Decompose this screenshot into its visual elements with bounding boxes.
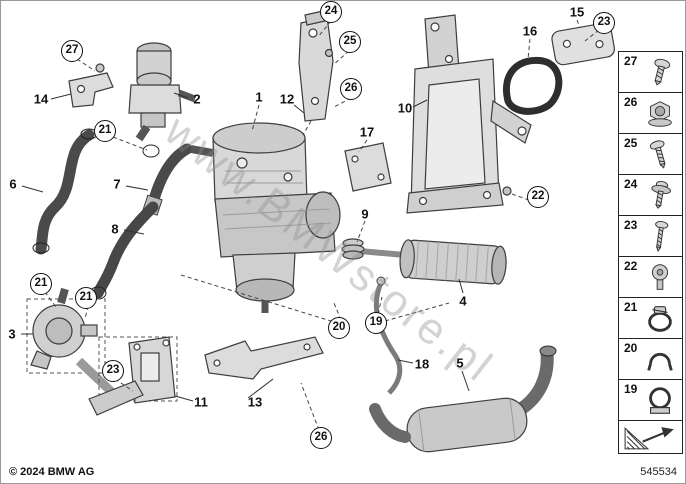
part-8-hose: [89, 194, 163, 300]
profile-clamp-icon: [649, 387, 671, 414]
callout-21: 21: [75, 287, 97, 309]
callout-26: 26: [340, 78, 362, 100]
part-9-pipe-fitting: [341, 238, 406, 260]
callout-2: 2: [193, 91, 201, 107]
legend-item-number: 26: [624, 95, 638, 109]
callout-22: 22: [527, 186, 549, 208]
part-16-gasket: [503, 56, 563, 115]
callout-15: 15: [569, 4, 585, 20]
callout-11: 11: [194, 394, 208, 410]
legend-item-number: 24: [624, 177, 638, 191]
callout-8: 8: [111, 221, 119, 237]
callout-13: 13: [247, 394, 263, 410]
callout-27: 27: [61, 40, 83, 62]
part-12-bracket: [298, 10, 334, 122]
legend-item-number: 19: [624, 382, 638, 396]
flange-nut-icon: [648, 101, 672, 127]
part-13-bracket: [204, 336, 324, 380]
screw-washer-icon: [651, 180, 671, 209]
legend-item-number: 22: [624, 259, 638, 273]
callout-17: 17: [359, 124, 375, 140]
part-18-pipe: [373, 276, 403, 395]
callout-26: 26: [310, 427, 332, 449]
callout-4: 4: [459, 293, 467, 309]
legend-item-27: 27: [618, 51, 683, 93]
direction-arrow-icon: [624, 427, 674, 450]
long-screw-icon: [655, 220, 669, 253]
callout-3: 3: [8, 326, 16, 342]
legend-item-26: 26: [618, 92, 683, 134]
callout-14: 14: [33, 91, 49, 107]
part-6-hose: [32, 128, 98, 255]
legend-item-21: 21: [618, 297, 683, 339]
part-5-exhaust: [369, 345, 557, 453]
legend-item-20: 20: [618, 338, 683, 380]
round-head-bolt-icon: [651, 264, 669, 290]
callout-6: 6: [9, 176, 17, 192]
hose-clamp-icon: [648, 306, 672, 332]
legend-item-number: 20: [624, 341, 638, 355]
callout-16: 16: [522, 23, 538, 39]
legend-item-23: 23: [618, 215, 683, 257]
callout-7: 7: [113, 176, 121, 192]
callout-25: 25: [339, 31, 361, 53]
part-7-hose: [142, 143, 193, 209]
fastener-legend: 27 26 25: [618, 51, 683, 454]
part-15-plate: [551, 22, 616, 66]
leader-lines: [21, 92, 470, 402]
callout-9: 9: [361, 206, 369, 222]
part-10-bracket: [406, 14, 532, 214]
part-3-pump: [26, 287, 123, 403]
callout-24: 24: [320, 1, 342, 23]
diagram-number: 545534: [640, 466, 677, 478]
callout-21: 21: [94, 120, 116, 142]
callout-12: 12: [279, 91, 295, 107]
legend-item-number: 25: [624, 136, 638, 150]
callout-19: 19: [365, 312, 387, 334]
torx-screw-icon: [649, 140, 666, 169]
part-2-valve-pump: [128, 42, 197, 142]
callout-18: 18: [414, 356, 430, 372]
part-1-heater-unit: [190, 122, 341, 313]
copyright-text: © 2024 BMW AG: [9, 466, 95, 478]
legend-direction-box: [618, 420, 683, 454]
part-17-plate: [344, 142, 392, 192]
legend-item-number: 21: [624, 300, 638, 314]
callout-5: 5: [456, 355, 464, 371]
callout-1: 1: [255, 89, 263, 105]
callout-21: 21: [30, 273, 52, 295]
legend-item-number: 27: [624, 54, 638, 68]
legend-item-number: 23: [624, 218, 638, 232]
part-4-silencer: [399, 239, 507, 285]
reference-lines: [44, 19, 600, 431]
part-14-bracket: [68, 63, 114, 108]
legend-item-24: 24: [618, 174, 683, 216]
callout-20: 20: [328, 317, 350, 339]
legend-item-19: 19: [618, 379, 683, 421]
callout-23: 23: [593, 12, 615, 34]
callout-23: 23: [102, 360, 124, 382]
screw-icon: [654, 58, 671, 86]
legend-item-25: 25: [618, 133, 683, 175]
spring-clamp-icon: [647, 352, 673, 371]
callout-10: 10: [397, 100, 413, 116]
part-11-bracket: [88, 336, 178, 416]
legend-item-22: 22: [618, 256, 683, 298]
